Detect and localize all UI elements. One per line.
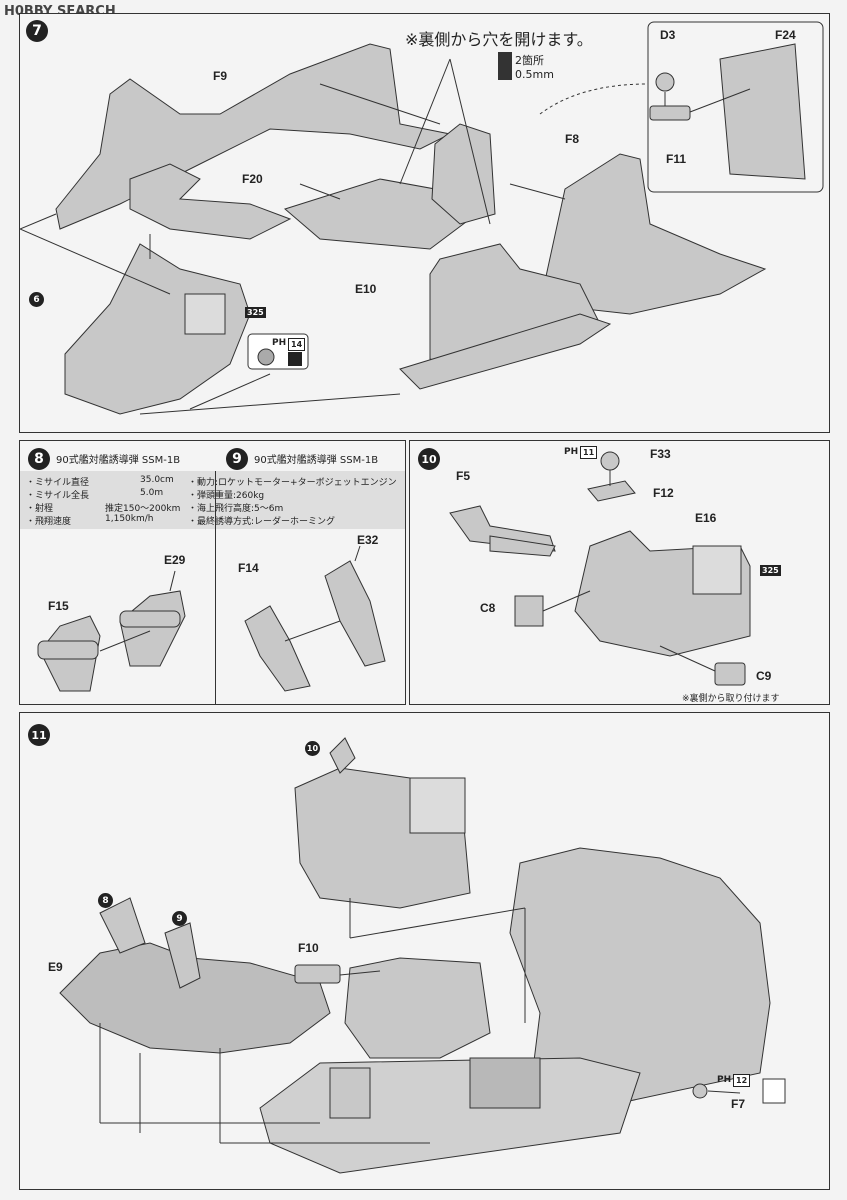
part-F12: F12: [653, 486, 674, 500]
part-F24: F24: [775, 28, 796, 42]
step8-9-panel: 8 90式艦対艦誘導弾 SSM-1B 9 90式艦対艦誘導弾 SSM-1B ・ミ…: [19, 440, 406, 705]
part-C8: C8: [480, 601, 496, 615]
part-E29: E29: [164, 553, 186, 567]
step8-title: 90式艦対艦誘導弾 SSM-1B: [56, 455, 181, 466]
spec-diameter-label: ・ミサイル直径: [26, 478, 90, 488]
drill-count: 2箇所: [515, 54, 544, 67]
part-F8: F8: [565, 132, 580, 146]
drill-size: 0.5mm: [515, 68, 554, 81]
ph-number: 14: [288, 338, 306, 351]
spec-warhead: ・弾頭重量:260kg: [188, 491, 265, 501]
step10-drawing: [449, 451, 751, 686]
part-F14: F14: [238, 561, 259, 575]
part-D3: D3: [660, 28, 676, 42]
step11-drawing: [59, 737, 786, 1174]
step10-ph-label: PH: [564, 447, 579, 457]
part-F10: F10: [298, 941, 319, 955]
step10-panel: 10 PH 11 F33 F5 F12 E16 325 C8 C9 ※裏側から取…: [409, 440, 830, 705]
spec-propulsion: ・動力:ロケットモーター+ターボジェットエンジン: [188, 478, 397, 488]
part-F33: F33: [650, 447, 671, 461]
spec-length-value: 5.0m: [140, 488, 164, 498]
ref-step6: 6: [29, 292, 44, 307]
part-F5: F5: [456, 469, 471, 483]
part-F9: F9: [213, 69, 228, 83]
spec-length-label: ・ミサイル全長: [26, 491, 90, 501]
part-F11: F11: [666, 152, 687, 166]
specs-band: [20, 471, 405, 529]
color-code-325: 325: [245, 307, 266, 318]
part-E9: E9: [48, 960, 63, 974]
missile-drawing: [37, 545, 386, 692]
spec-range-label: ・射程: [26, 504, 54, 514]
step11-number: 11: [28, 724, 50, 746]
spec-speed-value: 1,150km/h: [105, 514, 154, 524]
ref-step10: 10: [305, 741, 320, 756]
step10-number: 10: [418, 448, 440, 470]
part-C9: C9: [756, 669, 772, 683]
spec-diameter-value: 35.0cm: [140, 475, 174, 485]
ref-step9: 9: [172, 911, 187, 926]
spec-altitude: ・海上飛行高度:5〜6m: [188, 504, 284, 514]
spec-range-value: 推定150〜200km: [105, 504, 181, 514]
step10-color-code: 325: [760, 565, 781, 576]
ph-label: PH: [272, 338, 287, 348]
drill-note: ※裏側から穴を開けます。: [405, 30, 593, 49]
step7-number: 7: [26, 20, 48, 42]
step10-note: ※裏側から取り付けます: [682, 694, 780, 704]
step11-ph-number: 12: [733, 1074, 751, 1087]
part-F20: F20: [242, 172, 263, 186]
spec-speed-label: ・飛翔速度: [26, 517, 72, 527]
ref-step8: 8: [98, 893, 113, 908]
step8-number: 8: [28, 448, 50, 470]
spec-guidance: ・最終誘導方式:レーダーホーミング: [188, 517, 336, 527]
drill-icon: [498, 52, 512, 80]
step7-drawing: [20, 21, 824, 415]
part-F7: F7: [731, 1097, 746, 1111]
step9-number: 9: [226, 448, 248, 470]
step10-ph-number: 11: [580, 446, 598, 459]
step9-title: 90式艦対艦誘導弾 SSM-1B: [254, 455, 379, 466]
step11-ph-label: PH: [717, 1075, 732, 1085]
part-F15: F15: [48, 599, 69, 613]
part-E10: E10: [355, 282, 377, 296]
step11-panel: 11 10 8 9 E9 F10 PH 12 F7: [19, 712, 830, 1190]
step7-panel: 7 ※裏側から穴を開けます。 2箇所 0.5mm F9 F20 E10 F8 D…: [19, 13, 830, 433]
part-E32: E32: [357, 533, 379, 547]
part-E16: E16: [695, 511, 717, 525]
